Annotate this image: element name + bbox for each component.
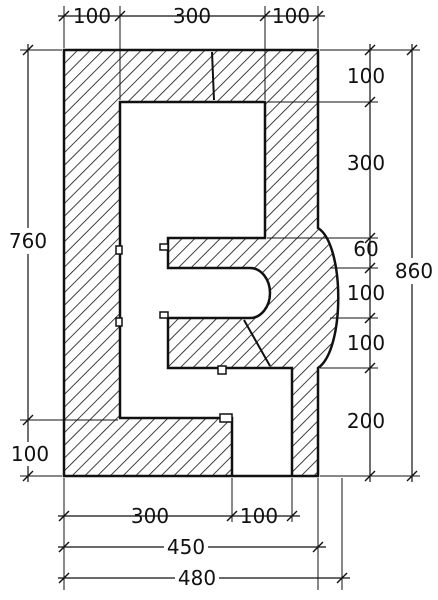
bottom-dim-label: 480 xyxy=(178,566,216,590)
right-dim-label: 60 xyxy=(353,237,378,261)
right-dim-label: 200 xyxy=(347,409,385,433)
left-dim-label: 100 xyxy=(11,442,49,466)
bottom-dim-label: 300 xyxy=(131,504,169,528)
right-dim-label: 100 xyxy=(347,281,385,305)
bottom-dimension-chains: 300 100 450 480 xyxy=(58,478,350,591)
hatched-walls xyxy=(62,48,340,478)
right-overall-label: 860 xyxy=(395,259,433,283)
right-dim-label: 100 xyxy=(347,331,385,355)
top-dim-label: 100 xyxy=(73,4,111,28)
right-dim-label: 100 xyxy=(347,64,385,88)
right-dim-label: 300 xyxy=(347,151,385,175)
left-dimension-chain: 760 100 xyxy=(6,44,118,482)
top-dim-label: 100 xyxy=(272,4,310,28)
niche xyxy=(115,245,123,255)
right-dimension-chain: 100 300 60 100 100 200 860 xyxy=(267,44,433,482)
niche xyxy=(159,243,169,251)
diagonal-seam xyxy=(243,319,271,367)
plan-body xyxy=(62,48,340,478)
niche xyxy=(115,317,123,327)
niche xyxy=(159,311,169,319)
left-dim-label: 760 xyxy=(9,229,47,253)
top-dimension-chain: 100 300 100 xyxy=(58,4,325,100)
niche xyxy=(217,365,227,375)
niche xyxy=(219,413,233,423)
bottom-dim-label: 450 xyxy=(167,535,205,559)
top-dim-label: 300 xyxy=(173,4,211,28)
bottom-dim-label: 100 xyxy=(240,504,278,528)
top-seam xyxy=(211,51,215,101)
